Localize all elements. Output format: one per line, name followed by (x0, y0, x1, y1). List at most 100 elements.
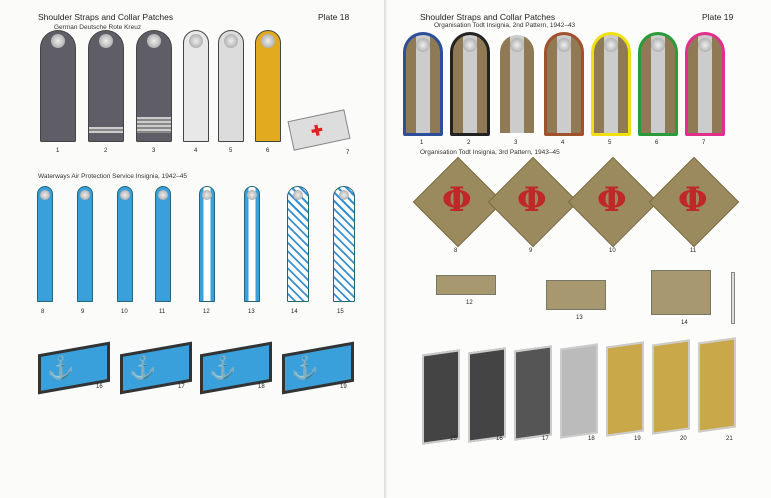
item-number: 18 (258, 384, 265, 390)
shoulder-strap (638, 32, 678, 136)
button-icon (339, 190, 349, 200)
shoulder-strap (244, 186, 260, 302)
item-number: 12 (466, 300, 473, 306)
item-number: 9 (529, 248, 533, 254)
shoulder-strap (591, 32, 631, 136)
anchor-icon: ⚓ (291, 352, 319, 383)
button-icon (604, 38, 618, 52)
button-icon (51, 34, 65, 48)
page-header: Shoulder Straps and Collar Patches (38, 12, 174, 22)
button-icon (80, 190, 90, 200)
anchor-icon: ⚓ (209, 352, 237, 383)
shoulder-strap (685, 32, 725, 136)
item-number: 3 (514, 140, 518, 146)
collar-patch: ✚ (287, 109, 351, 151)
sleeve-insignia (436, 275, 496, 295)
button-icon (261, 34, 275, 48)
anchor-icon: ⚓ (47, 352, 75, 383)
button-icon (224, 34, 238, 48)
shoulder-strap (155, 186, 171, 302)
item-number: 9 (81, 309, 85, 315)
item-number: 15 (450, 436, 457, 442)
braid-bars (89, 127, 123, 133)
ot-emblem: Φ (597, 180, 627, 220)
item-number: 19 (634, 436, 641, 442)
item-number: 12 (203, 309, 210, 315)
item-number: 8 (454, 248, 458, 254)
item-number: 14 (681, 320, 688, 326)
item-number: 11 (159, 309, 166, 315)
item-number: 5 (608, 140, 612, 146)
button-icon (40, 190, 50, 200)
item-number: 4 (561, 140, 565, 146)
sleeve-insignia (651, 270, 711, 315)
item-number: 2 (104, 148, 108, 154)
collar-patch (698, 337, 736, 433)
section-title: Waterways Air Protection Service Insigni… (38, 173, 187, 180)
button-icon (147, 34, 161, 48)
shoulder-strap (88, 30, 124, 142)
book-spine (384, 0, 387, 498)
button-icon (99, 34, 113, 48)
shoulder-strap (183, 30, 209, 142)
button-icon (293, 190, 303, 200)
item-number: 13 (576, 315, 583, 321)
button-icon (510, 38, 524, 52)
shoulder-strap (37, 186, 53, 302)
button-icon (651, 38, 665, 52)
item-number: 6 (655, 140, 659, 146)
braid-bars (137, 117, 171, 133)
section-title: Organisation Todt Insignia, 2nd Pattern,… (434, 22, 576, 29)
item-number: 1 (420, 140, 424, 146)
plate-number: Plate 18 (318, 12, 350, 22)
item-number: 21 (726, 436, 733, 442)
collar-patch (514, 345, 552, 441)
button-icon (247, 190, 257, 200)
button-icon (120, 190, 130, 200)
button-icon (202, 190, 212, 200)
item-number: 13 (248, 309, 255, 315)
item-number: 18 (588, 436, 595, 442)
item-number: 17 (178, 384, 185, 390)
sleeve-insignia (546, 280, 606, 310)
shoulder-strap (497, 32, 537, 136)
shoulder-strap (255, 30, 281, 142)
collar-patch (422, 349, 460, 445)
red-cross-icon: ✚ (309, 121, 325, 140)
ot-emblem: Φ (517, 180, 547, 220)
collar-patch (560, 343, 598, 439)
item-number: 16 (96, 384, 103, 390)
button-icon (158, 190, 168, 200)
button-icon (698, 38, 712, 52)
plate-18-page: Shoulder Straps and Collar Patches Plate… (0, 0, 385, 498)
button-icon (416, 38, 430, 52)
shoulder-strap (40, 30, 76, 142)
shoulder-strap (450, 32, 490, 136)
item-number: 5 (229, 148, 233, 154)
item-number: 4 (194, 148, 198, 154)
shoulder-strap (77, 186, 93, 302)
shoulder-strap (117, 186, 133, 302)
item-number: 6 (266, 148, 270, 154)
item-number: 15 (337, 309, 344, 315)
shoulder-strap (136, 30, 172, 142)
plate-19-page: Shoulder Straps and Collar Patches Plate… (386, 0, 771, 498)
strap-profile (731, 272, 735, 324)
ot-emblem: Φ (442, 180, 472, 220)
section-title: Organisation Todt Insignia, 3rd Pattern,… (420, 149, 560, 156)
shoulder-strap (218, 30, 244, 142)
button-icon (189, 34, 203, 48)
collar-patch (652, 339, 690, 435)
button-icon (463, 38, 477, 52)
shoulder-strap (287, 186, 309, 302)
item-number: 1 (56, 148, 60, 154)
item-number: 20 (680, 436, 687, 442)
shoulder-strap (403, 32, 443, 136)
collar-patch (606, 341, 644, 437)
item-number: 2 (467, 140, 471, 146)
plate-number: Plate 19 (702, 12, 734, 22)
collar-patch (468, 347, 506, 443)
item-number: 8 (41, 309, 45, 315)
item-number: 19 (340, 384, 347, 390)
section-title: German Deutsche Rote Kreuz (54, 24, 142, 31)
